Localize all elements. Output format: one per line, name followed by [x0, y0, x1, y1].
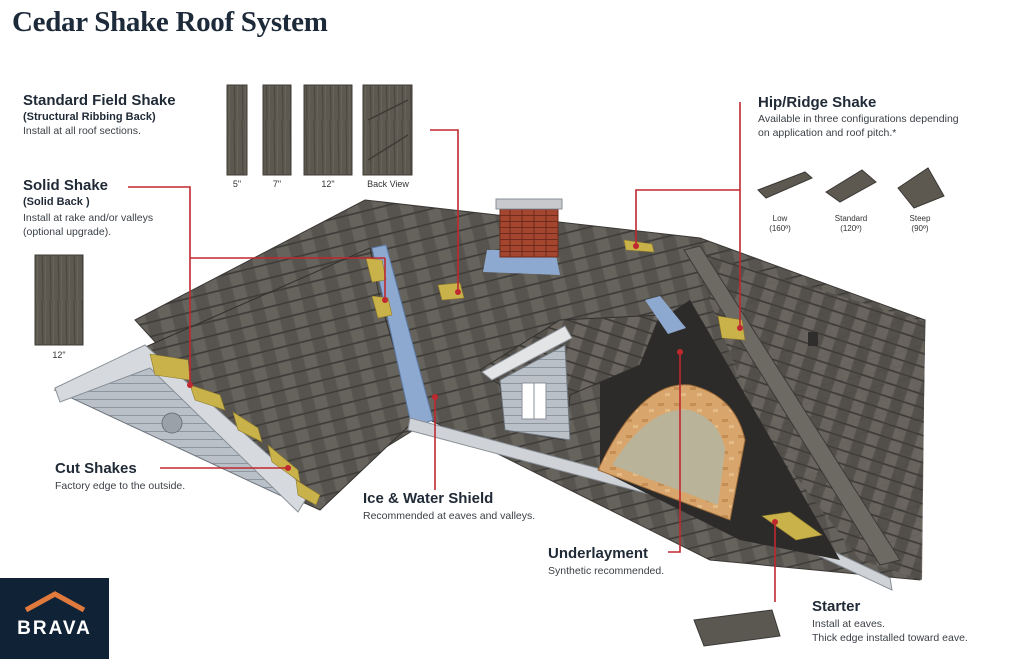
standard-field-shake-title: Standard Field Shake [23, 92, 176, 109]
hip-ridge-desc-1: Available in three configurations depend… [758, 113, 959, 125]
ridge-low-label: Low (160º) [755, 214, 805, 234]
cut-shakes-desc: Factory edge to the outside. [55, 480, 186, 492]
standard-field-shake-subtitle: (Structural Ribbing Back) [23, 111, 156, 123]
ice-water-shield-desc: Recommended at eaves and valleys. [363, 510, 536, 522]
solid-shake-title: Solid Shake [23, 177, 109, 194]
cut-shakes-title: Cut Shakes [55, 460, 137, 477]
ridge-caps [757, 167, 945, 209]
hip-ridge-shake-title: Hip/Ridge Shake [758, 94, 877, 111]
size-label-5: 5" [232, 179, 242, 189]
underlayment-desc: Synthetic recommended. [548, 565, 665, 577]
ridge-low-angle: (160º) [769, 224, 791, 233]
solid-size-label: 12" [52, 350, 66, 360]
size-label-12: 12" [321, 179, 335, 189]
ridge-low-name: Low [772, 214, 788, 223]
standard-field-shake-desc: Install at all roof sections. [23, 125, 141, 137]
starter-title: Starter [812, 598, 861, 615]
ridge-standard-label: Standard (120º) [824, 214, 878, 234]
ice-water-shield-title: Ice & Water Shield [363, 490, 494, 507]
underlayment-title: Underlayment [548, 545, 649, 562]
back-view-label: Back View [367, 179, 409, 189]
size-label-7: 7" [272, 179, 282, 189]
brava-roof-icon [24, 591, 86, 612]
ridge-steep-name: Steep [909, 214, 931, 223]
brava-logo-text: BRAVA [17, 618, 92, 639]
starter-desc-2: Thick edge installed toward eave. [812, 632, 968, 644]
solid-shake-desc-1: Install at rake and/or valleys [23, 212, 154, 224]
ridge-standard-name: Standard [834, 214, 868, 223]
page-title: Cedar Shake Roof System [12, 6, 328, 38]
ridge-steep-angle: (90º) [911, 224, 929, 233]
ridge-standard-angle: (120º) [840, 224, 862, 233]
solid-shake-desc-2: (optional upgrade). [23, 226, 112, 238]
brava-logo: BRAVA [0, 578, 109, 659]
solid-shake-subtitle: (Solid Back ) [23, 196, 90, 208]
shake-samples [34, 84, 413, 346]
hip-ridge-desc-2: on application and roof pitch.* [758, 127, 897, 139]
ridge-steep-label: Steep (90º) [895, 214, 945, 234]
starter-desc-1: Install at eaves. [812, 618, 885, 630]
